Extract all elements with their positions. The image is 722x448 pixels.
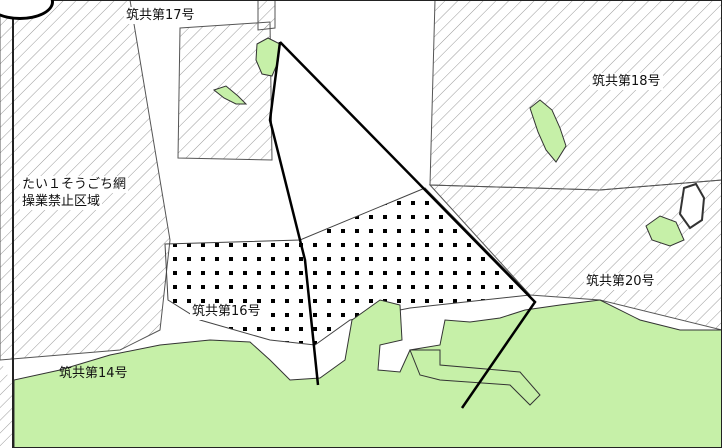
label-prohibited-area-line2: 操業禁止区域 (20, 193, 103, 210)
route-line-west (268, 41, 320, 386)
island-18 (529, 99, 567, 163)
label-prohibited-area-line1: たい１そうごち網 (20, 176, 129, 193)
island-small-west (212, 85, 248, 105)
island-east (645, 215, 685, 247)
pier (409, 349, 541, 406)
label-zone-20: 筑共第20号 (584, 273, 657, 290)
label-zone-18: 筑共第18号 (590, 73, 663, 90)
route-line-east (279, 41, 537, 409)
zone-north-strip (257, 0, 276, 31)
zone-18-area (429, 0, 722, 191)
island-17 (255, 37, 281, 77)
mainland (13, 299, 722, 448)
label-zone-16: 筑共第16号 (190, 303, 263, 320)
label-zone-14: 筑共第14号 (59, 366, 128, 381)
island-ring (678, 182, 706, 230)
map-frame (12, 0, 722, 448)
label-zone-17: 筑共第17号 (124, 7, 197, 24)
